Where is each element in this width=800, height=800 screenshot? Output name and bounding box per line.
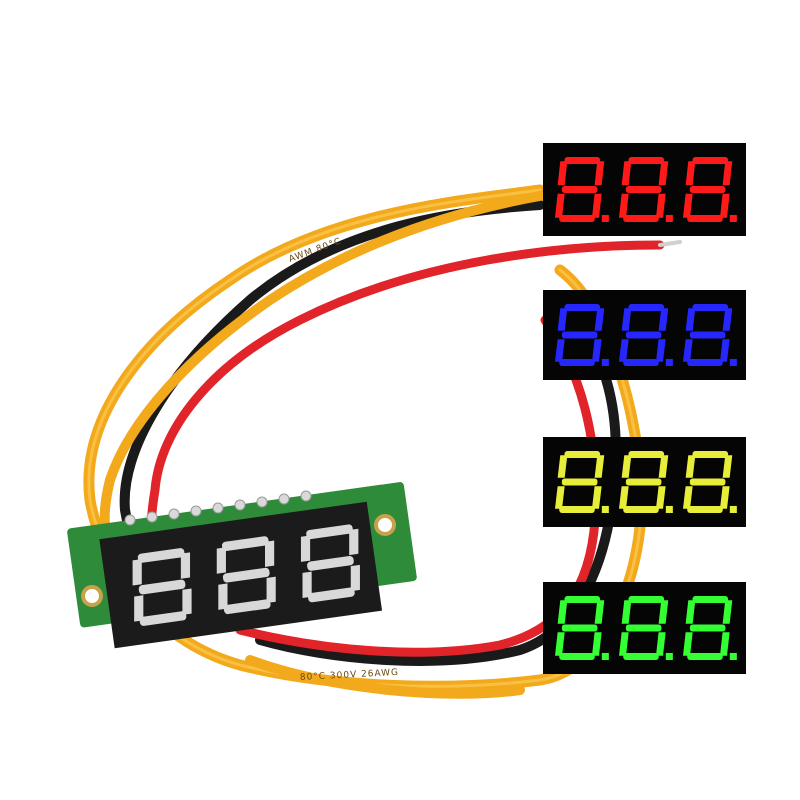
variant-panel-green	[543, 582, 746, 674]
seven-segment-digit	[683, 596, 737, 660]
seven-segment-digit	[619, 596, 673, 660]
seven-segment-digit	[619, 304, 673, 366]
seven-segment-digit	[555, 596, 609, 660]
seven-segment-digit	[555, 157, 609, 222]
seven-segment-digit	[132, 548, 192, 626]
seven-segment-digit	[619, 451, 673, 513]
seven-segment-digit	[300, 524, 360, 603]
solder-pads	[124, 490, 312, 526]
yellow-display	[555, 451, 737, 513]
mount-hole-left	[81, 585, 103, 607]
variant-panel-yellow	[543, 437, 746, 527]
variant-panel-blue	[543, 290, 746, 380]
blue-display	[555, 304, 737, 366]
seven-segment-digit	[555, 451, 609, 513]
seven-segment-digit	[683, 304, 737, 366]
display-body	[99, 501, 383, 649]
green-display	[555, 596, 737, 660]
mount-hole-right	[374, 514, 396, 536]
seven-segment-digit	[683, 157, 737, 222]
seven-segment-digit	[683, 451, 737, 513]
variant-panel-red	[543, 143, 746, 236]
seven-segment-digit	[216, 536, 276, 615]
seven-segment-digit	[619, 157, 673, 222]
voltmeter-module	[67, 482, 417, 649]
red-display	[555, 157, 737, 222]
seven-segment-digit	[555, 304, 609, 366]
